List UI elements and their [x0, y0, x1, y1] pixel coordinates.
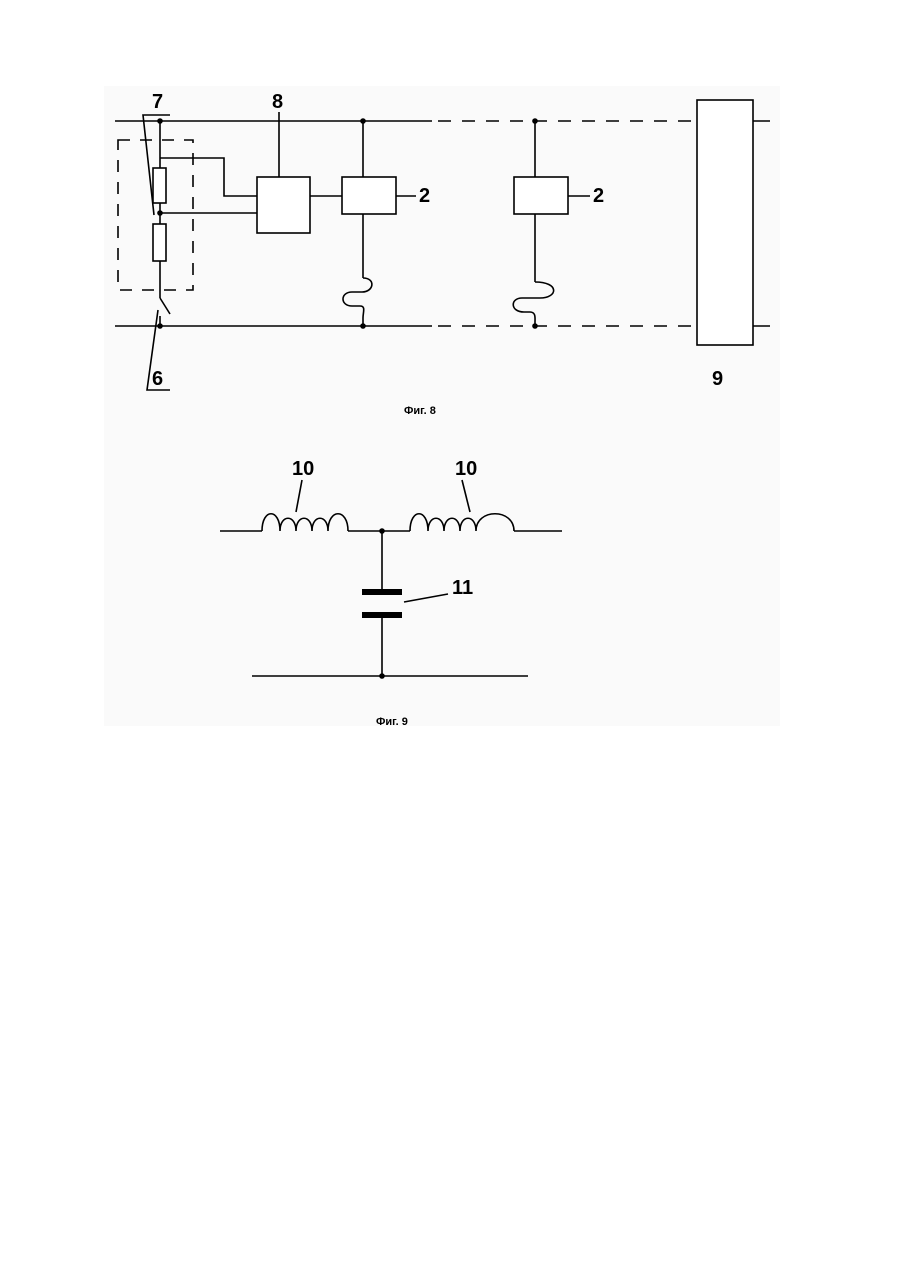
label-9: 9 [712, 368, 723, 390]
label-11: 11 [452, 577, 473, 599]
capacitor-plate-bottom [362, 612, 402, 618]
block-8 [257, 177, 310, 233]
label-7: 7 [152, 91, 163, 113]
block-9 [697, 100, 753, 345]
node-bottom-divider [157, 323, 163, 329]
resistor-upper [153, 168, 166, 203]
label-8: 8 [272, 91, 283, 113]
scan-area [104, 86, 780, 726]
figure-8-caption: Фиг. 8 [404, 405, 436, 417]
label-6: 6 [152, 368, 163, 390]
label-10-left: 10 [292, 458, 314, 480]
node-top-divider [157, 118, 163, 124]
block-2-second [514, 177, 568, 214]
node-branch2-top [532, 118, 538, 124]
node-branch2-bottom [532, 323, 538, 329]
node-branch1-top [360, 118, 366, 124]
resistor-lower [153, 224, 166, 261]
label-2-first: 2 [419, 185, 430, 207]
block-2-first [342, 177, 396, 214]
node-ground [379, 673, 385, 679]
label-10-right: 10 [455, 458, 477, 480]
label-2-second: 2 [593, 185, 604, 207]
node-branch1-bottom [360, 323, 366, 329]
figure-9-caption: Фиг. 9 [376, 716, 408, 728]
capacitor-plate-top [362, 589, 402, 595]
